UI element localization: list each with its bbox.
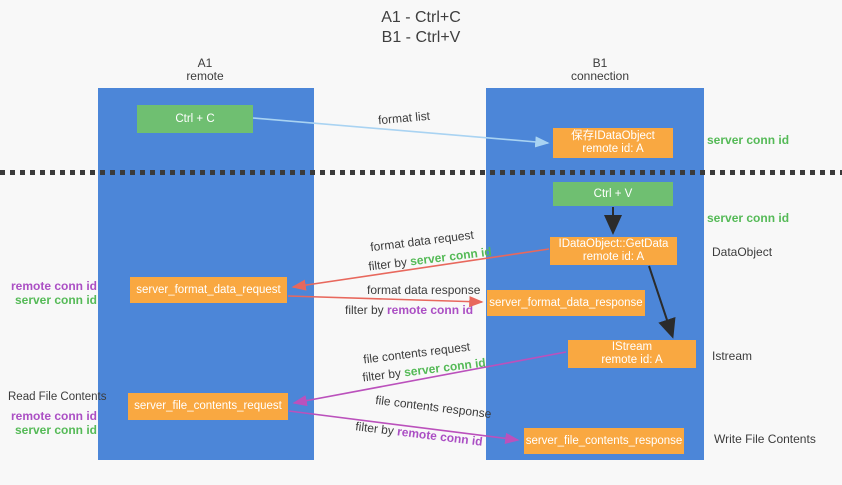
lane-header-b1: B1 connection <box>550 57 650 83</box>
node-ctrl-c: Ctrl + C <box>137 105 253 133</box>
title-line-1: A1 - Ctrl+C <box>381 9 461 26</box>
node-getdata-line1: IDataObject::GetData <box>558 238 669 250</box>
label-file-contents-response: file contents response <box>374 392 493 422</box>
label-filter-by-4: filter by <box>354 419 399 439</box>
annotation-istream: Istream <box>712 349 753 363</box>
annotation-server-conn-id-top: server conn id <box>707 133 790 147</box>
node-save-idataobject-line2: remote id: A <box>582 143 644 155</box>
lane-b1-name: B1 <box>592 56 608 70</box>
annotation-read-file-contents: Read File Contents <box>8 391 107 403</box>
machine-boundary-divider <box>0 170 842 175</box>
node-istream-line1: IStream <box>611 341 653 353</box>
lane-a1-name: A1 <box>197 56 213 70</box>
node-istream-line2: remote id: A <box>601 354 663 366</box>
node-ctrl-v: Ctrl + V <box>553 182 673 206</box>
label-format-list: format list <box>377 108 431 128</box>
annotation-remote-conn-id-file: remote conn id <box>10 409 97 423</box>
label-remote-conn-id-1: remote conn id <box>387 303 474 317</box>
node-server-file-contents-response: server_file_contents_response <box>524 428 684 454</box>
annotation-server-conn-id-ctrlv: server conn id <box>707 211 790 225</box>
node-save-idataobject: 保存IDataObject remote id: A <box>553 128 673 158</box>
label-filter-by-1: filter by <box>367 254 412 274</box>
label-format-data-response: format data response <box>367 283 481 297</box>
title-line-2: B1 - Ctrl+V <box>381 29 461 46</box>
annotation-dataobject: DataObject <box>712 245 773 259</box>
lane-a1-subtitle: remote <box>186 69 224 83</box>
label-filter-by-2: filter by <box>345 303 388 317</box>
label-filter-remote-2: filter by remote conn id <box>355 419 484 448</box>
node-istream: IStream remote id: A <box>568 340 696 368</box>
annotation-remote-conn-id-format: remote conn id <box>10 279 97 293</box>
lane-b1-subtitle: connection <box>570 69 630 83</box>
node-getdata-line2: remote id: A <box>582 251 645 263</box>
diagram-title: A1 - Ctrl+C B1 - Ctrl+V <box>300 8 542 48</box>
label-filter-remote-1: filter by remote conn id <box>345 303 473 317</box>
node-server-format-data-response: server_format_data_response <box>487 290 645 316</box>
annotation-server-conn-id-format: server conn id <box>14 293 97 307</box>
annotation-write-file-contents: Write File Contents <box>714 432 816 446</box>
label-filter-by-3: filter by <box>361 365 406 385</box>
label-remote-conn-id-2: remote conn id <box>396 424 484 449</box>
lane-header-a1: A1 remote <box>155 57 255 83</box>
node-server-file-contents-request: server_file_contents_request <box>128 393 288 420</box>
node-server-format-data-request: server_format_data_request <box>130 277 287 303</box>
node-save-idataobject-line1: 保存IDataObject <box>571 130 655 142</box>
node-idataobject-getdata: IDataObject::GetData remote id: A <box>550 237 677 265</box>
annotation-conn-ids-file: remote conn id server conn id <box>0 409 97 437</box>
annotation-server-conn-id-file: server conn id <box>14 423 97 437</box>
annotation-conn-ids-format: remote conn id server conn id <box>0 279 97 307</box>
